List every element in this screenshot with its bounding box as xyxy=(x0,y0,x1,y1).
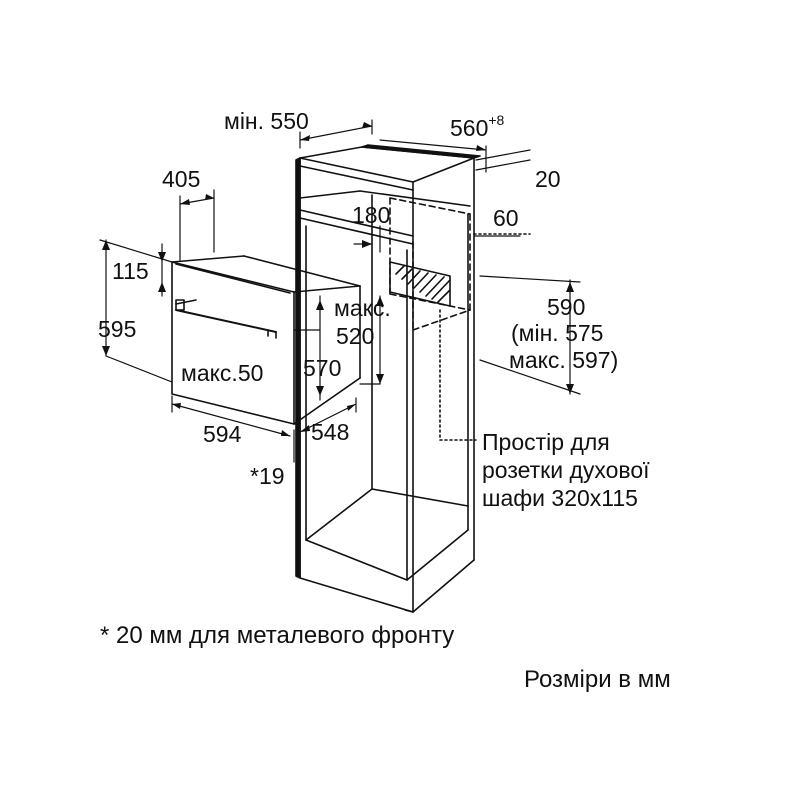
dim-19: *19 xyxy=(250,463,285,489)
dim-594: 594 xyxy=(203,421,242,447)
socket-note-line-2: розетки духової xyxy=(482,457,650,483)
cabinet-top-panel xyxy=(361,144,481,159)
dim-570: 570 xyxy=(303,355,342,381)
oven xyxy=(171,255,361,425)
arrowheads xyxy=(102,122,574,436)
dim-115: 115 xyxy=(112,258,149,284)
dim-595: 595 xyxy=(98,316,137,342)
dim-max50: макс.50 xyxy=(181,360,264,386)
footnote-metal-front: * 20 мм для металевого фронту xyxy=(100,622,455,649)
socket-note-line-3: шафи 320x115 xyxy=(482,485,638,511)
dim-405: 405 xyxy=(162,166,201,192)
dim-590-range-max: макс. 597) xyxy=(509,347,619,373)
dim-min-550: мін. 550 xyxy=(224,108,309,134)
units-note: Розміри в мм xyxy=(524,666,671,693)
dim-560-tolerance: +8 xyxy=(488,112,505,128)
socket-note-line-1: Простір для xyxy=(482,429,610,455)
dim-60: 60 xyxy=(493,205,519,231)
dim-560: 560+8 xyxy=(450,113,504,141)
dim-560-value: 560 xyxy=(450,115,489,141)
dim-590: 590 xyxy=(547,294,586,320)
socket-box xyxy=(389,261,451,307)
dim-590-range-min: (мін. 575 xyxy=(511,320,604,346)
dim-548: 548 xyxy=(311,419,350,445)
dim-20: 20 xyxy=(535,166,561,192)
dim-max-520: 520 xyxy=(336,323,375,349)
socket-pointer xyxy=(439,233,531,441)
socket-note: Простір для розетки духової шафи 320x115 xyxy=(482,428,650,512)
dim-max-label: макс. xyxy=(334,295,391,321)
dim-180: 180 xyxy=(352,202,391,228)
